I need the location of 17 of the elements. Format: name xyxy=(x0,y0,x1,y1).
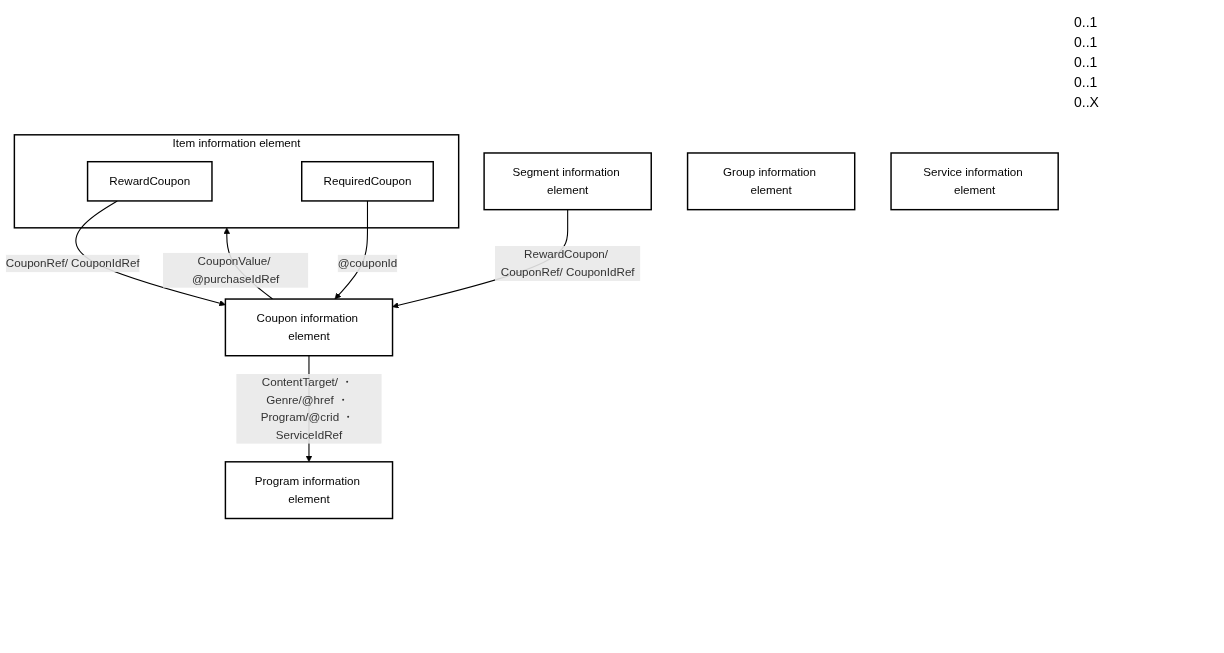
node-box: Program information element xyxy=(224,460,394,520)
edge-label: ContentTarget/ ・ Genre/@href ・ Program/@crid ・ ServiceIdRef xyxy=(260,375,354,441)
multiplicity-label: 0..X xyxy=(1074,94,1100,110)
edge-label: CouponValue/ @purchaseIdRef xyxy=(191,254,280,285)
multiplicity-label: 0..1 xyxy=(1074,54,1099,70)
edge-label: @couponId xyxy=(337,256,398,270)
node-box: Group information element xyxy=(686,152,856,211)
edge-label: CouponRef/ CouponIdRef xyxy=(5,256,140,270)
edge-label: RewardCoupon/ CouponRef/ CouponIdRef xyxy=(500,248,635,278)
multiplicity-label: 0..1 xyxy=(1074,14,1099,30)
multiplicity-label: 0..1 xyxy=(1074,74,1099,90)
node-box: Coupon information element xyxy=(224,298,394,357)
node-box: RequiredCoupon xyxy=(301,160,434,202)
node-box: RewardCoupon xyxy=(86,160,213,202)
node-box: Service information element xyxy=(890,152,1059,211)
multiplicity-label: 0..1 xyxy=(1074,34,1099,50)
node-box: Segment information element xyxy=(483,152,652,211)
